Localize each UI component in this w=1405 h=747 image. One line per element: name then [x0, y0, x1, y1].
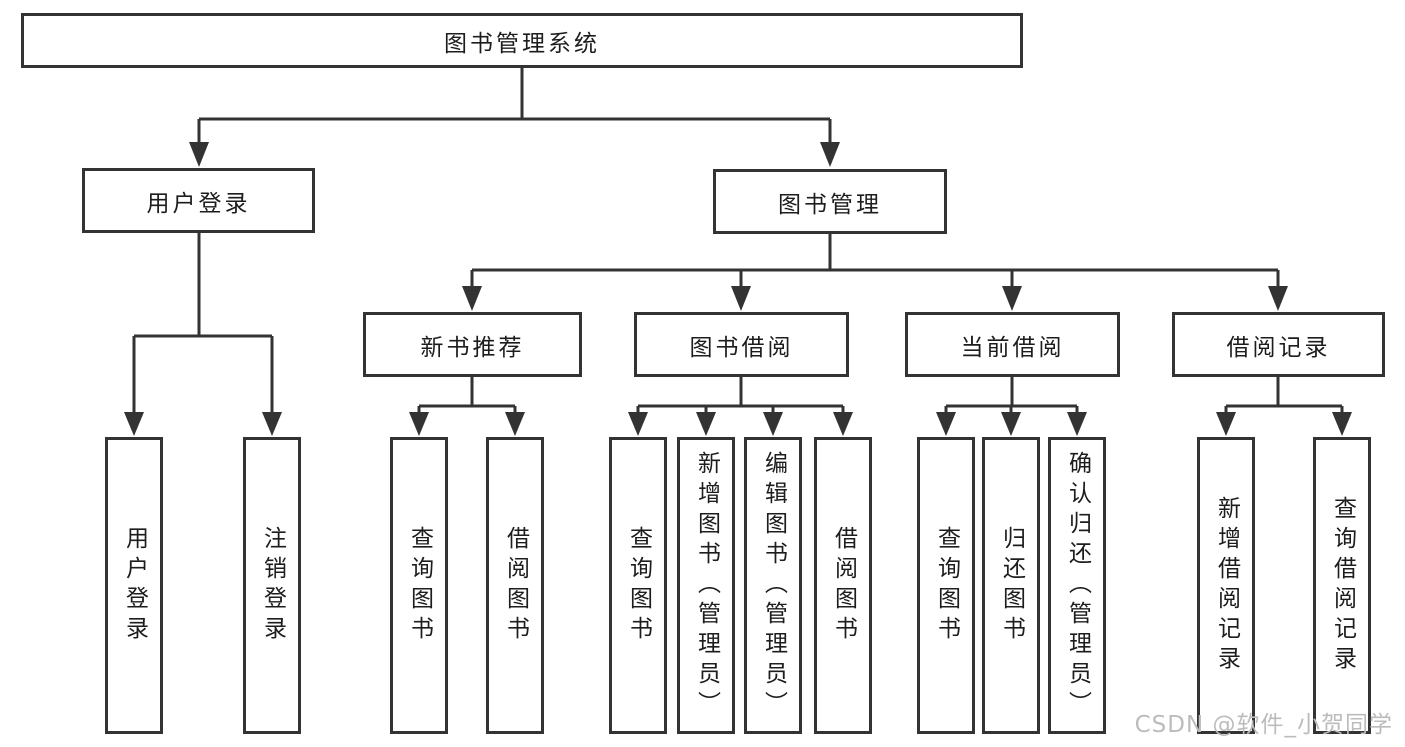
connector-lines-level2	[197, 68, 832, 142]
node-borrow-borrow-books: 借阅图书	[814, 437, 872, 734]
watermark: CSDN @软件_小贺同学	[1134, 712, 1393, 738]
connector-lines-current-branch	[944, 377, 1079, 412]
arrowhead	[1001, 412, 1021, 436]
connector-lines-newbook-branch	[417, 377, 517, 412]
node-book-borrowing: 图书借阅	[634, 312, 849, 377]
node-current-query-books: 查询图书	[917, 437, 975, 734]
arrowhead	[124, 412, 144, 436]
node-new-book-recommend: 新书推荐	[363, 312, 582, 377]
node-records-query-record: 查询借阅记录	[1313, 437, 1371, 734]
arrowhead	[262, 412, 282, 436]
node-user-login: 用户登录	[82, 168, 315, 233]
node-current-borrowing: 当前借阅	[905, 312, 1120, 377]
arrowhead	[731, 286, 751, 311]
arrowhead	[696, 412, 716, 436]
arrowhead	[763, 412, 783, 436]
node-logout-leaf: 注销登录	[243, 437, 301, 734]
connector-lines-records-branch	[1224, 377, 1344, 412]
arrowhead	[628, 412, 648, 436]
node-borrow-add-books-admin: 新增图书（管理员）	[677, 437, 735, 734]
node-newbook-query-books: 查询图书	[390, 437, 448, 734]
node-library-system: 图书管理系统	[21, 13, 1023, 68]
arrowhead	[833, 412, 853, 436]
node-borrow-edit-books-admin: 编辑图书（管理员）	[744, 437, 802, 734]
connector-lines-user-login-branch	[132, 233, 274, 412]
node-current-return-books: 归还图书	[982, 437, 1040, 734]
arrowhead	[462, 286, 482, 311]
arrowhead	[936, 412, 956, 436]
arrowhead	[820, 142, 840, 167]
node-records-add-record: 新增借阅记录	[1197, 437, 1255, 734]
arrowhead	[1268, 286, 1288, 311]
arrowhead	[1332, 412, 1352, 436]
node-book-management: 图书管理	[713, 169, 947, 234]
connector-lines-level3	[470, 234, 1280, 286]
arrowhead	[409, 412, 429, 436]
arrowhead	[1216, 412, 1236, 436]
node-current-confirm-return-admin: 确认归还（管理员）	[1048, 437, 1106, 734]
connector-lines-borrow-branch	[636, 377, 845, 412]
node-newbook-borrow-books: 借阅图书	[486, 437, 544, 734]
node-borrow-query-books: 查询图书	[609, 437, 667, 734]
node-user-login-leaf: 用户登录	[105, 437, 163, 734]
arrowhead	[189, 142, 209, 167]
arrowhead	[1067, 412, 1087, 436]
arrowhead	[505, 412, 525, 436]
arrowhead	[1002, 286, 1022, 311]
node-borrowing-records: 借阅记录	[1172, 312, 1385, 377]
